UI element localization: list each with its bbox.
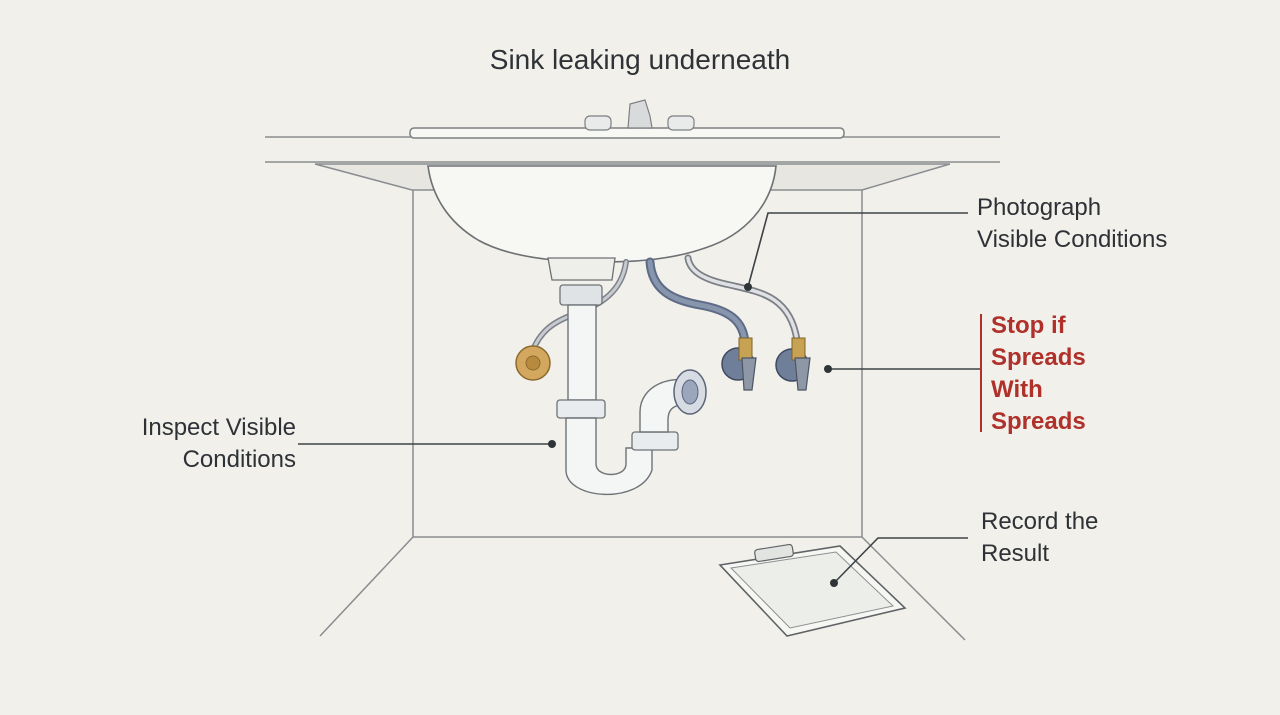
record-callout-line1: Record the — [981, 508, 1099, 535]
left-brass-valve — [515, 345, 551, 381]
p-trap-drain — [556, 284, 707, 496]
right-shutoff-valve — [775, 337, 811, 391]
stop-callout-line1: Stop if — [991, 312, 1066, 339]
middle-shutoff-valve — [721, 337, 757, 391]
callout-leaders — [298, 212, 981, 587]
photograph-callout-line2: Visible Conditions — [977, 226, 1168, 253]
record-leader-dot — [830, 579, 838, 587]
photograph-leader — [747, 212, 968, 288]
record-leader — [833, 537, 968, 584]
stop-callout: Stop if Spreads With Spreads — [991, 310, 1086, 438]
stop-callout-line4: Spreads — [991, 408, 1086, 435]
clipboard — [718, 543, 907, 637]
inspect-callout: Inspect Visible Conditions — [100, 412, 296, 476]
photograph-callout: Photograph Visible Conditions — [977, 192, 1167, 256]
sink-basin — [427, 165, 777, 281]
diagram-title: Sink leaking underneath — [489, 44, 791, 75]
photograph-leader-dot — [744, 283, 752, 291]
record-callout: Record the Result — [981, 506, 1098, 570]
stop-callout-line3: With — [991, 376, 1043, 403]
inspect-callout-line2: Conditions — [182, 446, 296, 473]
record-callout-line2: Result — [981, 540, 1050, 567]
photograph-callout-line1: Photograph — [977, 194, 1102, 221]
stop-leader-dot — [824, 365, 832, 373]
stop-callout-line2: Spreads — [991, 344, 1086, 371]
inspect-leader-dot — [548, 440, 556, 448]
sink-top — [409, 99, 845, 139]
inspect-callout-line1: Inspect Visible — [141, 414, 296, 441]
